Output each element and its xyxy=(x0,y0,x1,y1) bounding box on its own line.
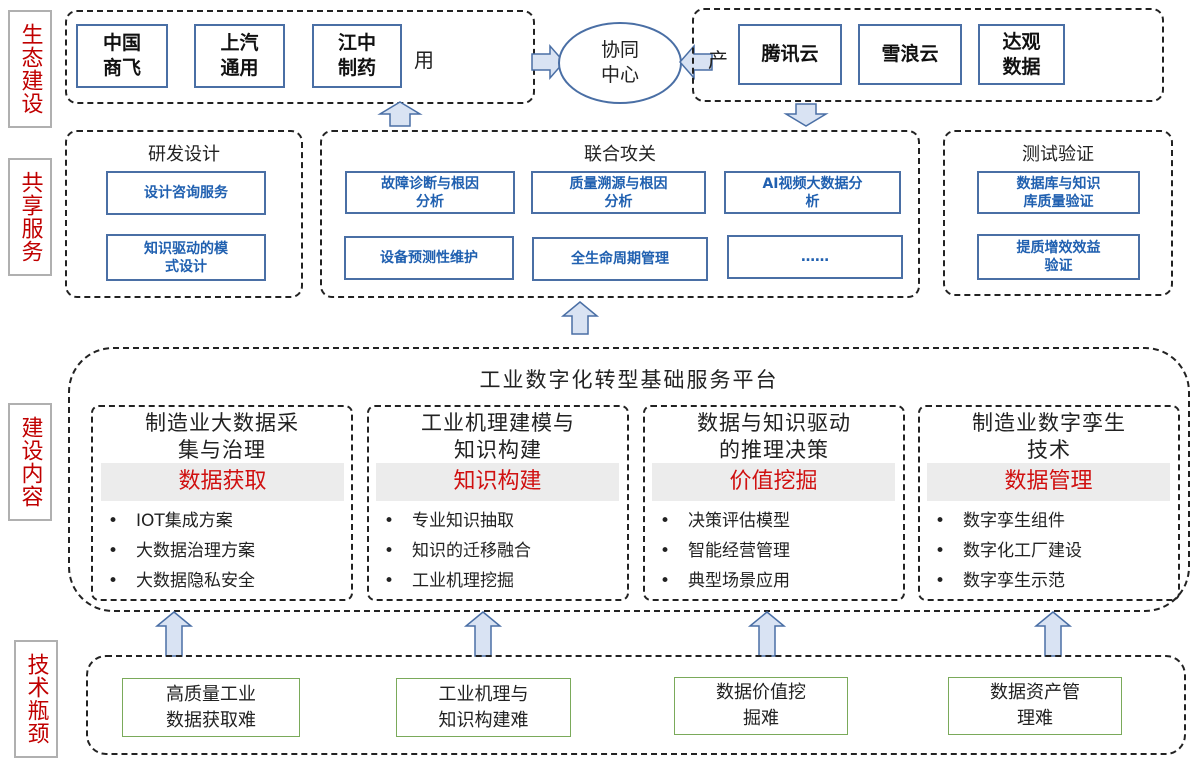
bullet-icon: • xyxy=(935,541,946,561)
module-data-acquisition xyxy=(91,405,353,601)
platform-group xyxy=(68,347,1190,612)
module-band-label: 价值挖掘 xyxy=(652,463,895,501)
module-value-mining xyxy=(643,405,905,601)
bullet-item: •专业知识抽取 xyxy=(372,506,622,536)
rd-design-title: 研发设计 xyxy=(148,144,220,165)
bullet-item: •数字孪生示范 xyxy=(923,566,1173,596)
rd-design-group xyxy=(65,130,303,298)
bottlenecks-group xyxy=(86,655,1186,755)
bullet-icon: • xyxy=(935,511,946,531)
testing-title: 测试验证 xyxy=(1022,144,1094,165)
bottleneck-knowledge-construction: 工业机理与 知识构建难 xyxy=(396,678,571,737)
module-title: 数据与知识驱动 的推理决策 xyxy=(697,411,851,462)
service-quality-traceability[interactable]: 质量溯源与根因 分析 xyxy=(531,171,706,214)
arrow-up-bottleneck-3 xyxy=(747,611,787,657)
bullet-icon: • xyxy=(935,571,946,591)
bullet-icon: • xyxy=(384,571,395,591)
bottleneck-asset-management: 数据资产管 理难 xyxy=(948,677,1122,735)
bullet-icon: • xyxy=(384,511,395,531)
bullet-item: •工业机理挖掘 xyxy=(372,566,622,596)
row-label-bottlenecks: 技术瓶颈 xyxy=(14,640,58,758)
bullet-item: •知识的迁移融合 xyxy=(372,536,622,566)
service-fault-diagnosis[interactable]: 故障诊断与根因 分析 xyxy=(345,171,515,214)
service-predictive-maintenance[interactable]: 设备预测性维护 xyxy=(344,236,514,280)
module-knowledge-construction xyxy=(367,405,629,601)
bullet-item: •数字孪生组件 xyxy=(923,506,1173,536)
platform-title: 工业数字化转型基础服务平台 xyxy=(479,368,779,392)
producer-org-xuelang-cloud: 雪浪云 xyxy=(858,24,962,85)
arrow-left-to-center xyxy=(679,44,713,80)
user-org-jiangzhong: 江中 制药 xyxy=(312,24,402,88)
arrow-right-to-center xyxy=(531,44,565,80)
bullet-icon: • xyxy=(660,511,671,531)
arrow-up-bottleneck-4 xyxy=(1033,611,1073,657)
module-band-label: 知识构建 xyxy=(376,463,619,501)
joint-research-title: 联合攻关 xyxy=(584,144,656,165)
bullet-icon: • xyxy=(660,541,671,561)
service-design-consulting[interactable]: 设计咨询服务 xyxy=(106,171,266,215)
module-data-management xyxy=(918,405,1180,601)
bullet-item: •大数据隐私安全 xyxy=(96,566,346,596)
arrow-up-to-shared xyxy=(560,301,600,335)
module-title: 工业机理建模与 知识构建 xyxy=(421,411,575,462)
bullet-icon: • xyxy=(384,541,395,561)
module-bullet-list: •IOT集成方案 •大数据治理方案 •大数据隐私安全 xyxy=(96,506,346,596)
bullet-item: •大数据治理方案 xyxy=(96,536,346,566)
service-lifecycle-management[interactable]: 全生命周期管理 xyxy=(532,237,708,281)
bottleneck-value-mining: 数据价值挖 掘难 xyxy=(674,677,848,735)
producer-org-tencent-cloud: 腾讯云 xyxy=(738,24,842,85)
producers-label: 产 xyxy=(708,48,728,72)
module-bullet-list: •专业知识抽取 •知识的迁移融合 •工业机理挖掘 xyxy=(372,506,622,596)
module-title: 制造业数字孪生 技术 xyxy=(972,411,1126,462)
module-band-label: 数据管理 xyxy=(927,463,1170,501)
bullet-icon: • xyxy=(108,511,119,531)
module-band-label: 数据获取 xyxy=(101,463,344,501)
collaboration-center: 协同 中心 xyxy=(558,22,682,104)
arrow-down-to-shared xyxy=(783,103,829,127)
service-database-quality-verification[interactable]: 数据库与知识 库质量验证 xyxy=(977,171,1140,214)
module-title: 制造业大数据采 集与治理 xyxy=(145,411,299,462)
service-ai-video-analysis[interactable]: AI视频大数据分 析 xyxy=(724,171,901,214)
service-knowledge-driven-design[interactable]: 知识驱动的模 式设计 xyxy=(106,234,266,281)
module-bullet-list: •数字孪生组件 •数字化工厂建设 •数字孪生示范 xyxy=(923,506,1173,596)
user-org-comac: 中国 商飞 xyxy=(76,24,168,88)
testing-group xyxy=(943,130,1173,296)
bullet-item: •智能经营管理 xyxy=(648,536,898,566)
user-org-saic-gm: 上汽 通用 xyxy=(194,24,285,88)
bullet-item: •IOT集成方案 xyxy=(96,506,346,536)
service-more[interactable]: …… xyxy=(727,235,903,279)
row-label-shared-services: 共享服务 xyxy=(8,158,52,276)
bullet-icon: • xyxy=(660,571,671,591)
producers-group xyxy=(692,8,1164,102)
bullet-icon: • xyxy=(108,571,119,591)
service-efficiency-verification[interactable]: 提质增效效益 验证 xyxy=(977,234,1140,280)
users-label: 用 xyxy=(414,48,434,72)
bullet-icon: • xyxy=(108,541,119,561)
producer-org-daguan-data: 达观 数据 xyxy=(978,24,1065,85)
bullet-item: •典型场景应用 xyxy=(648,566,898,596)
bullet-item: •数字化工厂建设 xyxy=(923,536,1173,566)
joint-research-group xyxy=(320,130,920,298)
bullet-item: •决策评估模型 xyxy=(648,506,898,536)
bottleneck-data-acquisition: 高质量工业 数据获取难 xyxy=(122,678,300,737)
module-bullet-list: •决策评估模型 •智能经营管理 •典型场景应用 xyxy=(648,506,898,596)
arrow-up-bottleneck-1 xyxy=(154,611,194,657)
row-label-construction: 建设内容 xyxy=(8,403,52,521)
arrow-up-bottleneck-2 xyxy=(463,611,503,657)
arrow-up-from-shared xyxy=(377,101,423,127)
row-label-ecosystem: 生态建设 xyxy=(8,10,52,128)
